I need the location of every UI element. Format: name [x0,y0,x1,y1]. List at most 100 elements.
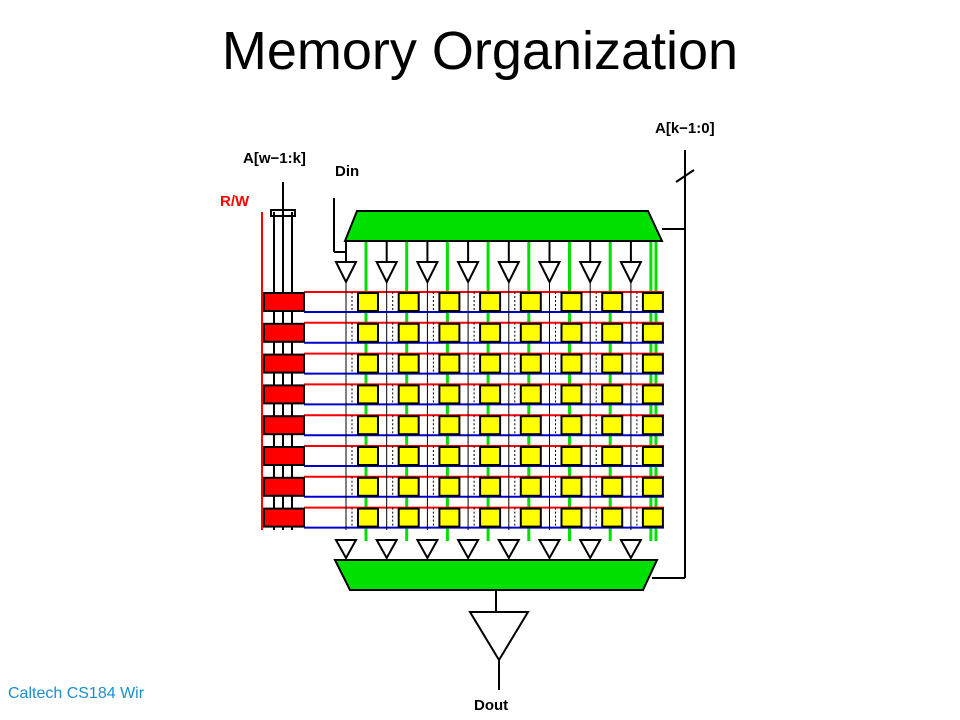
memory-cell-5-7 [601,415,624,436]
memory-cell-2-1 [357,322,379,343]
memory-cell-6-7 [601,446,624,466]
row-decoder-8 [263,507,305,528]
memory-cell-8-7 [601,507,624,528]
memory-cell-4-1 [357,384,379,405]
shape-layer [263,210,664,662]
row-decoder-4 [263,384,305,405]
row-decoder-7 [263,476,305,497]
write-driver-1 [334,261,358,285]
memory-cell-5-3 [438,415,461,436]
sense-amp-5 [497,539,521,561]
memory-cell-7-3 [438,476,461,497]
data-in-label: Din [335,163,359,180]
memory-cell-2-6 [560,322,583,343]
memory-cell-8-8 [641,507,664,528]
memory-cell-6-1 [357,446,379,466]
data-out-label: Dout [474,697,508,714]
memory-cell-7-5 [519,476,542,497]
memory-cell-4-8 [641,384,664,405]
memory-cell-1-7 [601,292,624,312]
memory-cell-6-8 [641,446,664,466]
bottom-mux [333,559,659,591]
sense-amp-4 [456,539,480,561]
memory-cell-8-3 [438,507,461,528]
memory-cell-7-4 [479,476,502,497]
write-driver-2 [375,261,399,285]
memory-cell-5-1 [357,415,379,436]
memory-cell-5-5 [519,415,542,436]
memory-cell-7-7 [601,476,624,497]
memory-cell-5-6 [560,415,583,436]
write-driver-6 [537,261,562,285]
memory-cell-6-2 [397,446,420,466]
row-address-split [270,209,296,217]
memory-cell-5-4 [479,415,502,436]
sense-amp-2 [375,539,399,561]
memory-cell-7-6 [560,476,583,497]
sense-amp-7 [578,539,602,561]
memory-cell-8-1 [357,507,379,528]
memory-cell-6-3 [438,446,461,466]
memory-cell-5-2 [397,415,420,436]
memory-cell-8-6 [560,507,583,528]
sense-amp-1 [334,539,358,561]
read-write-label: R/W [220,193,250,210]
memory-cell-4-3 [438,384,461,405]
memory-cell-3-6 [560,353,583,374]
memory-cell-1-1 [357,292,379,312]
memory-cell-1-5 [519,292,542,312]
memory-cell-2-2 [397,322,420,343]
sense-amp-6 [537,539,562,561]
memory-cell-7-8 [641,476,664,497]
memory-cell-4-2 [397,384,420,405]
footer-text: Caltech CS184 Wir [8,685,145,702]
write-driver-3 [415,261,440,285]
memory-cell-1-2 [397,292,420,312]
memory-cell-4-4 [479,384,502,405]
column-address-label: A[k−1:0] [655,120,715,137]
memory-cell-8-2 [397,507,420,528]
memory-cell-2-3 [438,322,461,343]
memory-cell-2-8 [641,322,664,343]
output-buffer [468,611,530,662]
sense-amp-3 [415,539,440,561]
memory-cell-1-8 [641,292,664,312]
top-mux [343,210,664,242]
memory-cell-8-5 [519,507,542,528]
row-decoder-5 [263,415,305,436]
memory-cell-2-5 [519,322,542,343]
column-address-bus-slash [675,169,695,183]
label-layer: A[w−1:k] A[k−1:0] R/W Din Dout [220,120,715,714]
memory-cell-8-4 [479,507,502,528]
memory-cell-2-4 [479,322,502,343]
memory-cell-4-5 [519,384,542,405]
memory-cell-5-8 [641,415,664,436]
write-driver-5 [497,261,521,285]
row-decoder-3 [263,353,305,374]
write-driver-7 [578,261,602,285]
memory-cell-3-4 [479,353,502,374]
write-driver-8 [619,261,643,285]
memory-cell-1-4 [479,292,502,312]
memory-cell-6-6 [560,446,583,466]
row-address-label: A[w−1:k] [243,150,306,167]
memory-cell-3-8 [641,353,664,374]
memory-cell-6-4 [479,446,502,466]
sense-amp-8 [619,539,643,561]
slide-title: Memory Organization [221,21,739,81]
memory-cell-4-7 [601,384,624,405]
memory-cell-3-7 [601,353,624,374]
row-decoder-2 [263,322,305,343]
memory-cell-3-5 [519,353,542,374]
memory-cell-7-2 [397,476,420,497]
memory-cell-4-6 [560,384,583,405]
memory-cell-7-1 [357,476,379,497]
row-decoder-1 [263,292,305,312]
memory-cell-2-7 [601,322,624,343]
memory-cell-1-6 [560,292,583,312]
memory-cell-3-2 [397,353,420,374]
memory-cell-1-3 [438,292,461,312]
memory-cell-6-5 [519,446,542,466]
memory-cell-3-3 [438,353,461,374]
